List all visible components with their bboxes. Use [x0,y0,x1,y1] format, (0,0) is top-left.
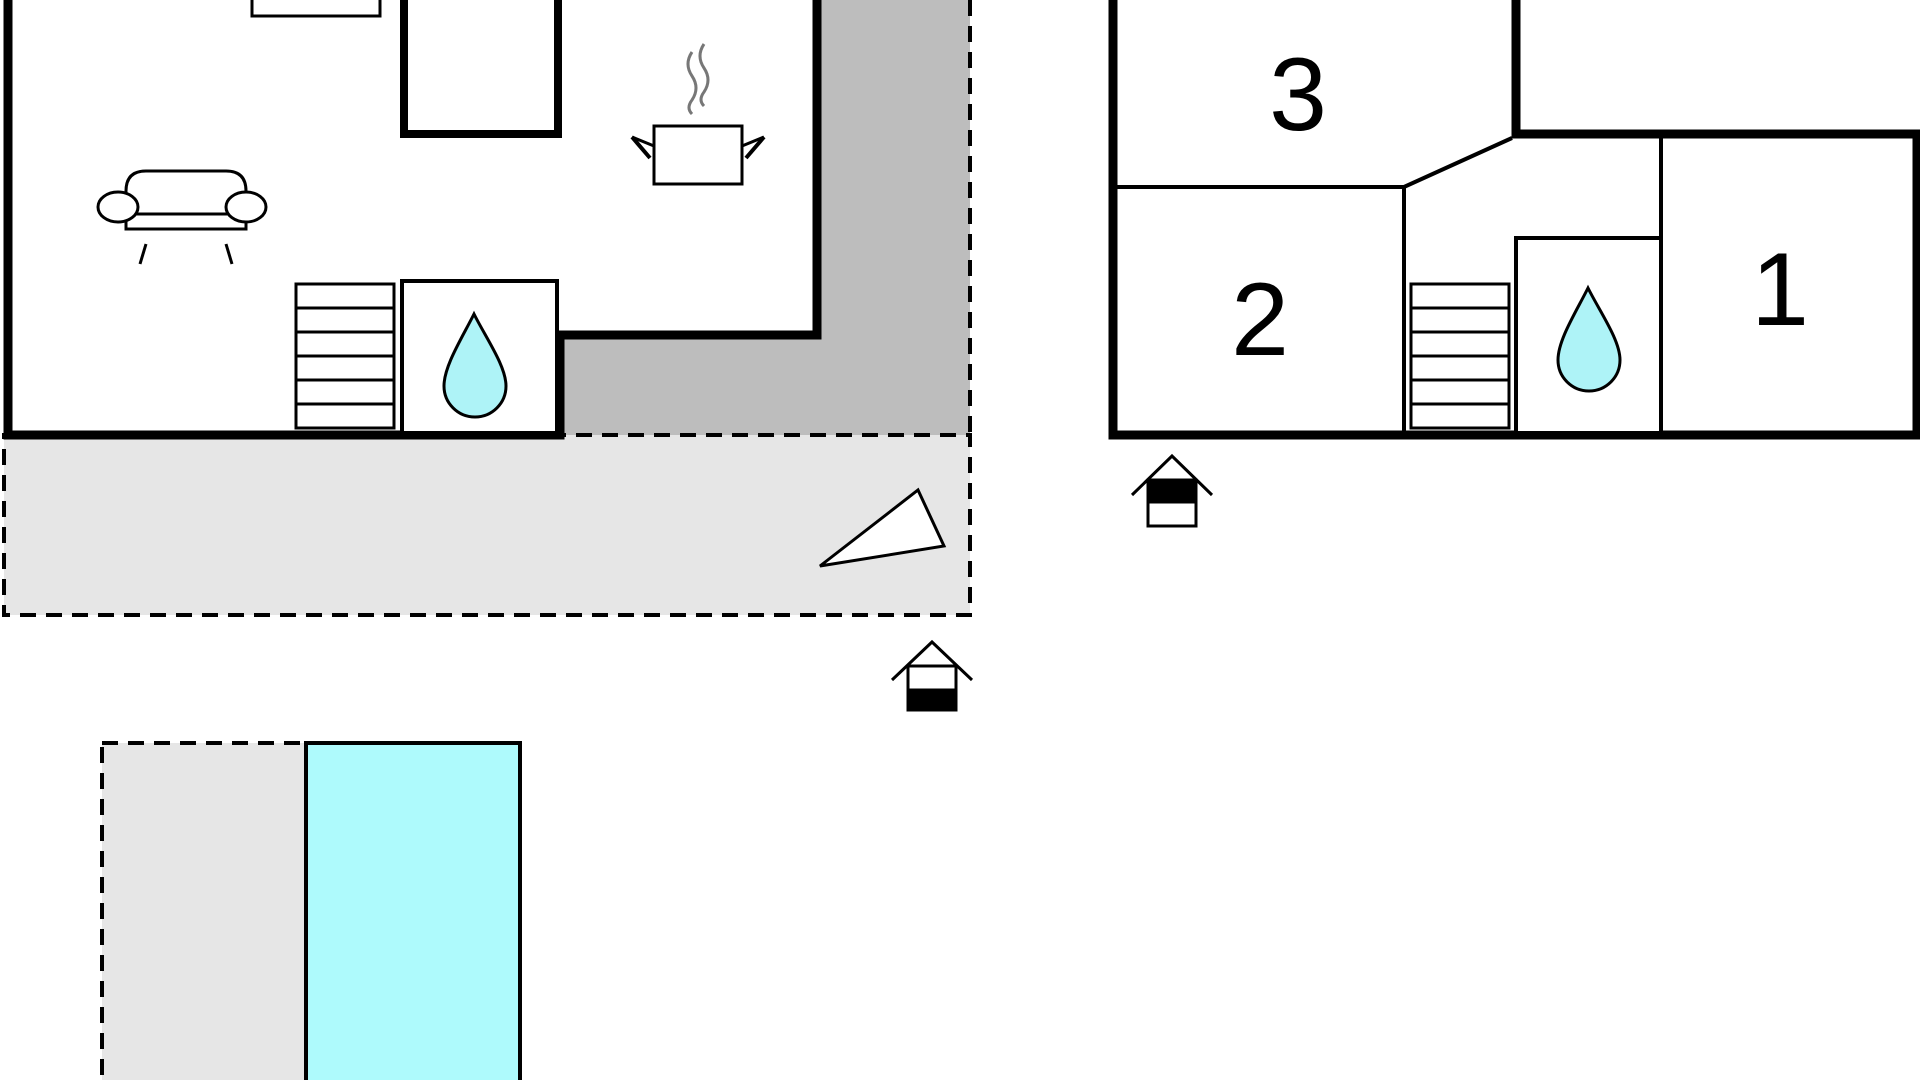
ground-floor-walls [3,0,822,440]
room-number-3: 3 [1269,37,1327,153]
ground-floor [2,0,974,712]
upper-floor-walls [1108,0,1920,440]
open-terrace [2,433,972,617]
swimming-pool [304,741,522,1080]
room-number-2: 2 [1231,262,1289,378]
covered-terrace [560,0,970,435]
bathroom-water-drop-icon [1514,236,1663,435]
bathroom-water-drop-icon [400,279,559,435]
stairs-icon [294,282,396,430]
window [250,0,382,18]
stairs-icon [1409,282,1511,430]
interior-wall [400,0,562,138]
entrance-house-icon [1130,453,1214,528]
upper-floor: 3 2 1 [1108,0,1920,528]
pool-area [100,741,522,1080]
sun-lounger-icon [819,487,947,568]
room-number-1: 1 [1751,232,1809,348]
sofa-icon [96,169,268,265]
entrance-house-icon [890,639,974,712]
pool-deck [100,741,310,1080]
cooking-pot-icon [630,43,766,186]
